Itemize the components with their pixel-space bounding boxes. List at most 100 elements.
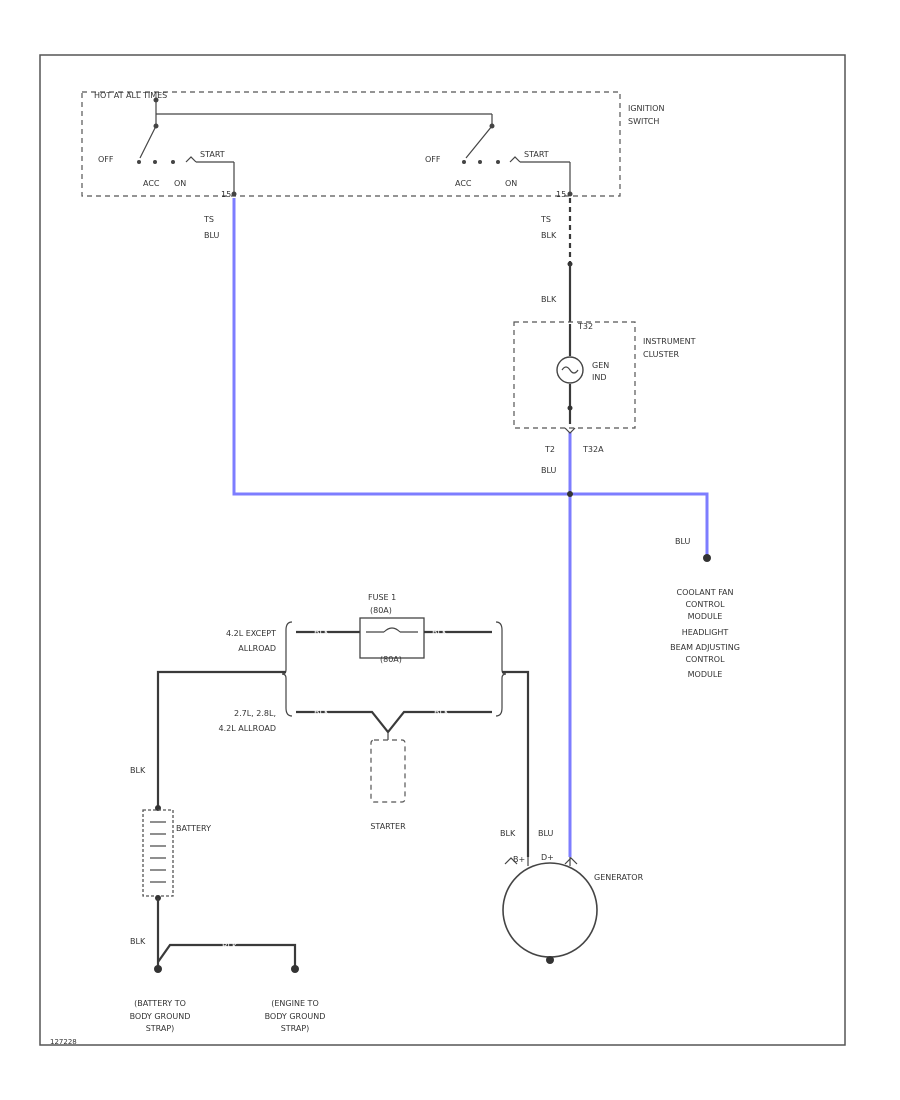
cluster-wire-top-label: BLK [541,295,557,304]
left-on-contact [171,160,175,164]
module-label-line: BEAM ADJUSTING [670,643,740,652]
left-off-label: OFF [98,155,114,164]
cluster-box [513,321,636,429]
blu-splice [567,491,573,497]
blu-circuit [232,198,709,857]
generator-bplus-pin-icon [504,857,518,865]
generator-label: GENERATOR [594,873,644,882]
figure-id: 127228 [50,1038,77,1046]
fuse-title-rating: (80A) [370,606,392,615]
fuse-variant-block: FUSE 1 (80A) (80A) BLK BLK 4.2L EXCEPT A… [219,593,507,734]
module-label-line: HEADLIGHT [682,628,729,637]
cluster-top-pin: T32 [577,322,593,331]
instrument-cluster: T32 INSTRUMENT CLUSTER GEN IND [513,321,696,434]
right-wire-label: BLK [541,231,557,240]
ground2-line: (ENGINE TO [271,999,318,1008]
ground1-line: (BATTERY TO [134,999,186,1008]
right-variant-bracket [495,621,507,717]
blu-wire-to-module [570,492,709,557]
cluster-bottom-pin-left: T2 [544,445,555,454]
lamp-label-line2: IND [592,373,607,382]
fuse-title: FUSE 1 [368,593,396,602]
ignition-switch: HOT AT ALL TIMES IGNITION SWITCH OFF STA… [81,91,664,199]
battery-wire-bottom-label: BLK [130,937,146,946]
module-label-line: MODULE [688,612,723,621]
variant-b-wire-left-label: BLK [314,708,330,717]
left-wire-label: BLU [204,231,220,240]
ground-strap-wire-label: BLK [222,942,238,951]
cluster-internal-node [567,405,573,411]
left-on-label: ON [174,179,186,188]
generator: B+ D+ GENERATOR [502,853,644,964]
cluster-bottom-pin-right: T32A [582,445,604,454]
left-output-terminal [231,191,237,197]
right-switch-blade [465,125,493,159]
module-label-line: CONTROL [685,600,725,609]
left-pin-label: 15 [221,190,231,199]
ground1-line: BODY GROUND [130,1012,191,1021]
battery-wire-top-label: BLK [130,766,146,775]
right-start-contact [509,156,521,163]
module-terminal [703,554,711,562]
generator-ground-icon [546,956,554,964]
cluster-title: INSTRUMENT [643,337,696,346]
right-off-contact [462,160,466,164]
variant-a-wire-right-label: BLK [432,628,448,637]
right-pin-label: 15 [556,190,566,199]
right-on-contact [496,160,500,164]
variant-a-wire-left-label: BLK [314,628,330,637]
module-label: COOLANT FAN CONTROL MODULE HEADLIGHT BEA… [670,588,740,679]
generator-icon [502,862,598,958]
starter-label: STARTER [370,822,406,831]
lamp-label-line1: GEN [592,361,609,370]
module-label-line: COOLANT FAN [676,588,733,597]
left-start-label: START [200,150,225,159]
right-acc-label: ACC [455,179,472,188]
right-off-label: OFF [425,155,441,164]
left-off-contact [137,160,141,164]
ignition-switch-title: IGNITION [628,104,664,113]
generator-pin-right: D+ [541,853,554,862]
gen-ind-lamp-icon [556,356,584,384]
battery-label: BATTERY [176,824,211,833]
ground1-line: STRAP) [146,1024,175,1033]
fuse-box [359,617,425,659]
ground-labels: (BATTERY TO BODY GROUND STRAP) (ENGINE T… [130,999,326,1033]
right-output-terminal [567,191,573,197]
variant-b-wire-right-label: BLK [434,708,450,717]
ground-strap-wire [157,943,297,968]
generator-wire-left-label: BLK [500,829,516,838]
battery-positive-wire [156,670,286,808]
ground2-line: STRAP) [281,1024,310,1033]
module-label-line: MODULE [688,670,723,679]
variant-a-label-line2: ALLROAD [238,644,276,653]
variant-b-label-line1: 2.7L, 2.8L, [234,709,276,718]
variant-a-label-line1: 4.2L EXCEPT [226,629,276,638]
module-wire-label: BLU [675,537,691,546]
left-connector-label: TS [203,215,214,224]
lamp-filament-icon [561,366,579,374]
fuse-rating: (80A) [380,655,402,664]
right-on-label: ON [505,179,517,188]
left-acc-label: ACC [143,179,160,188]
cluster-bottom-pin-icon [564,427,576,434]
fuse-element-icon [383,627,401,633]
blu-wire-switch-to-splice [232,198,570,496]
module-label-line: CONTROL [685,655,725,664]
battery-case [142,809,174,897]
hot-terminal [153,97,159,103]
battery-ground-point-icon [154,965,162,973]
left-start-contact [185,156,197,163]
battery: BATTERY [142,805,211,901]
cluster-subtitle: CLUSTER [643,350,680,359]
generator-wire-right-label: BLU [538,829,554,838]
right-start-label: START [524,150,549,159]
ground2-line: BODY GROUND [265,1012,326,1021]
generator-bplus-wire [502,670,530,857]
left-acc-contact [153,160,157,164]
cluster-wire-bottom-label: BLU [541,466,557,475]
right-connector-label: TS [540,215,551,224]
generator-dplus-pin-icon [564,857,578,865]
ignition-switch-subtitle: SWITCH [628,117,659,126]
